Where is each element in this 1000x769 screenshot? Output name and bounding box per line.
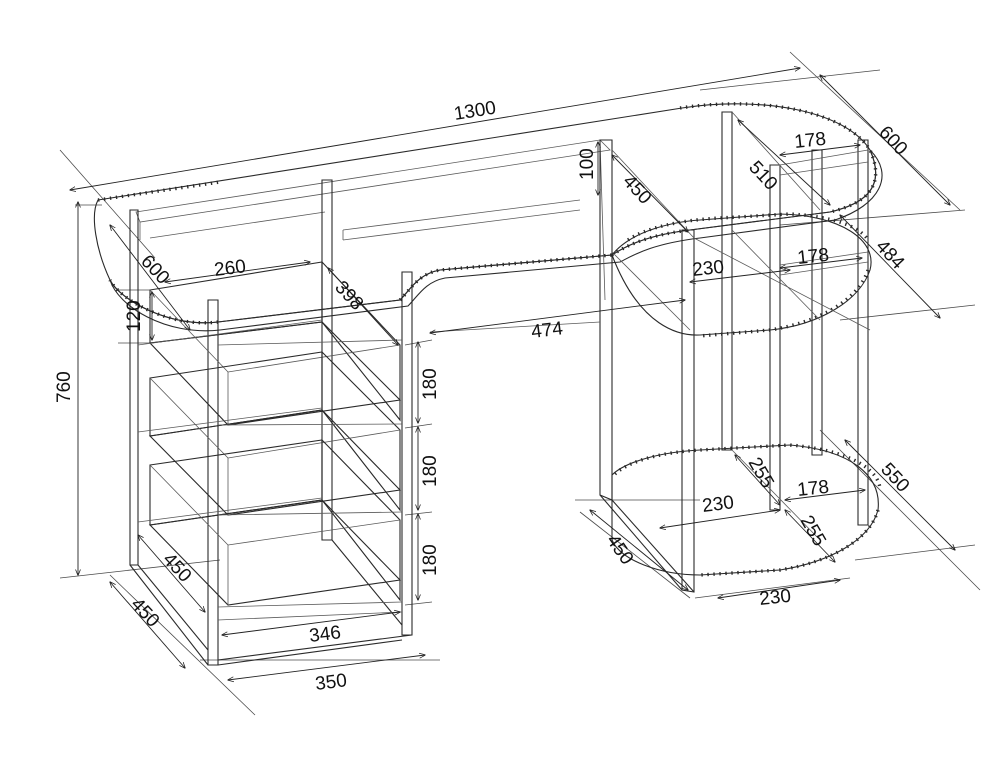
dim-510: 510	[744, 157, 781, 195]
dim-120: 120	[124, 300, 145, 332]
dim-178-top: 178	[793, 129, 827, 153]
dim-450-pedestal-inner: 450	[158, 549, 195, 587]
dim-600-left: 600	[136, 251, 173, 289]
dim-346: 346	[308, 622, 342, 647]
dim-760: 760	[54, 371, 75, 403]
left-pedestal	[129, 179, 413, 666]
dim-230-mid: 230	[691, 257, 725, 281]
dim-450-leg: 450	[602, 531, 637, 569]
dim-398: 398	[330, 277, 367, 315]
dim-484: 484	[871, 236, 908, 274]
dim-255-b: 255	[796, 512, 830, 550]
dim-180-2: 180	[420, 455, 441, 487]
dim-180-1: 180	[420, 368, 441, 400]
dim-550: 550	[876, 459, 913, 497]
dim-600-right: 600	[874, 122, 911, 160]
dim-100: 100	[577, 148, 598, 180]
dim-230-low: 230	[701, 492, 735, 517]
dim-450-top: 450	[618, 171, 655, 209]
dim-1300: 1300	[452, 98, 497, 125]
dim-474: 474	[530, 318, 564, 343]
dim-178-low: 178	[796, 477, 830, 501]
dimension-labels: 1300 600 178 510 100 450 600 260 398 484…	[54, 98, 913, 695]
dim-255-a: 255	[744, 454, 778, 492]
dim-450-pedestal-outer: 450	[126, 594, 163, 632]
dim-178-mid: 178	[796, 245, 830, 269]
right-shelf-unit	[611, 111, 882, 577]
dim-230-bottom: 230	[758, 586, 792, 610]
dim-260: 260	[213, 256, 247, 281]
dim-350: 350	[314, 670, 348, 695]
dimension-lines	[70, 68, 955, 680]
extension-lines	[59, 51, 981, 716]
dim-180-3: 180	[420, 544, 441, 576]
tabletop	[93, 102, 883, 332]
middle-panel	[429, 139, 695, 593]
